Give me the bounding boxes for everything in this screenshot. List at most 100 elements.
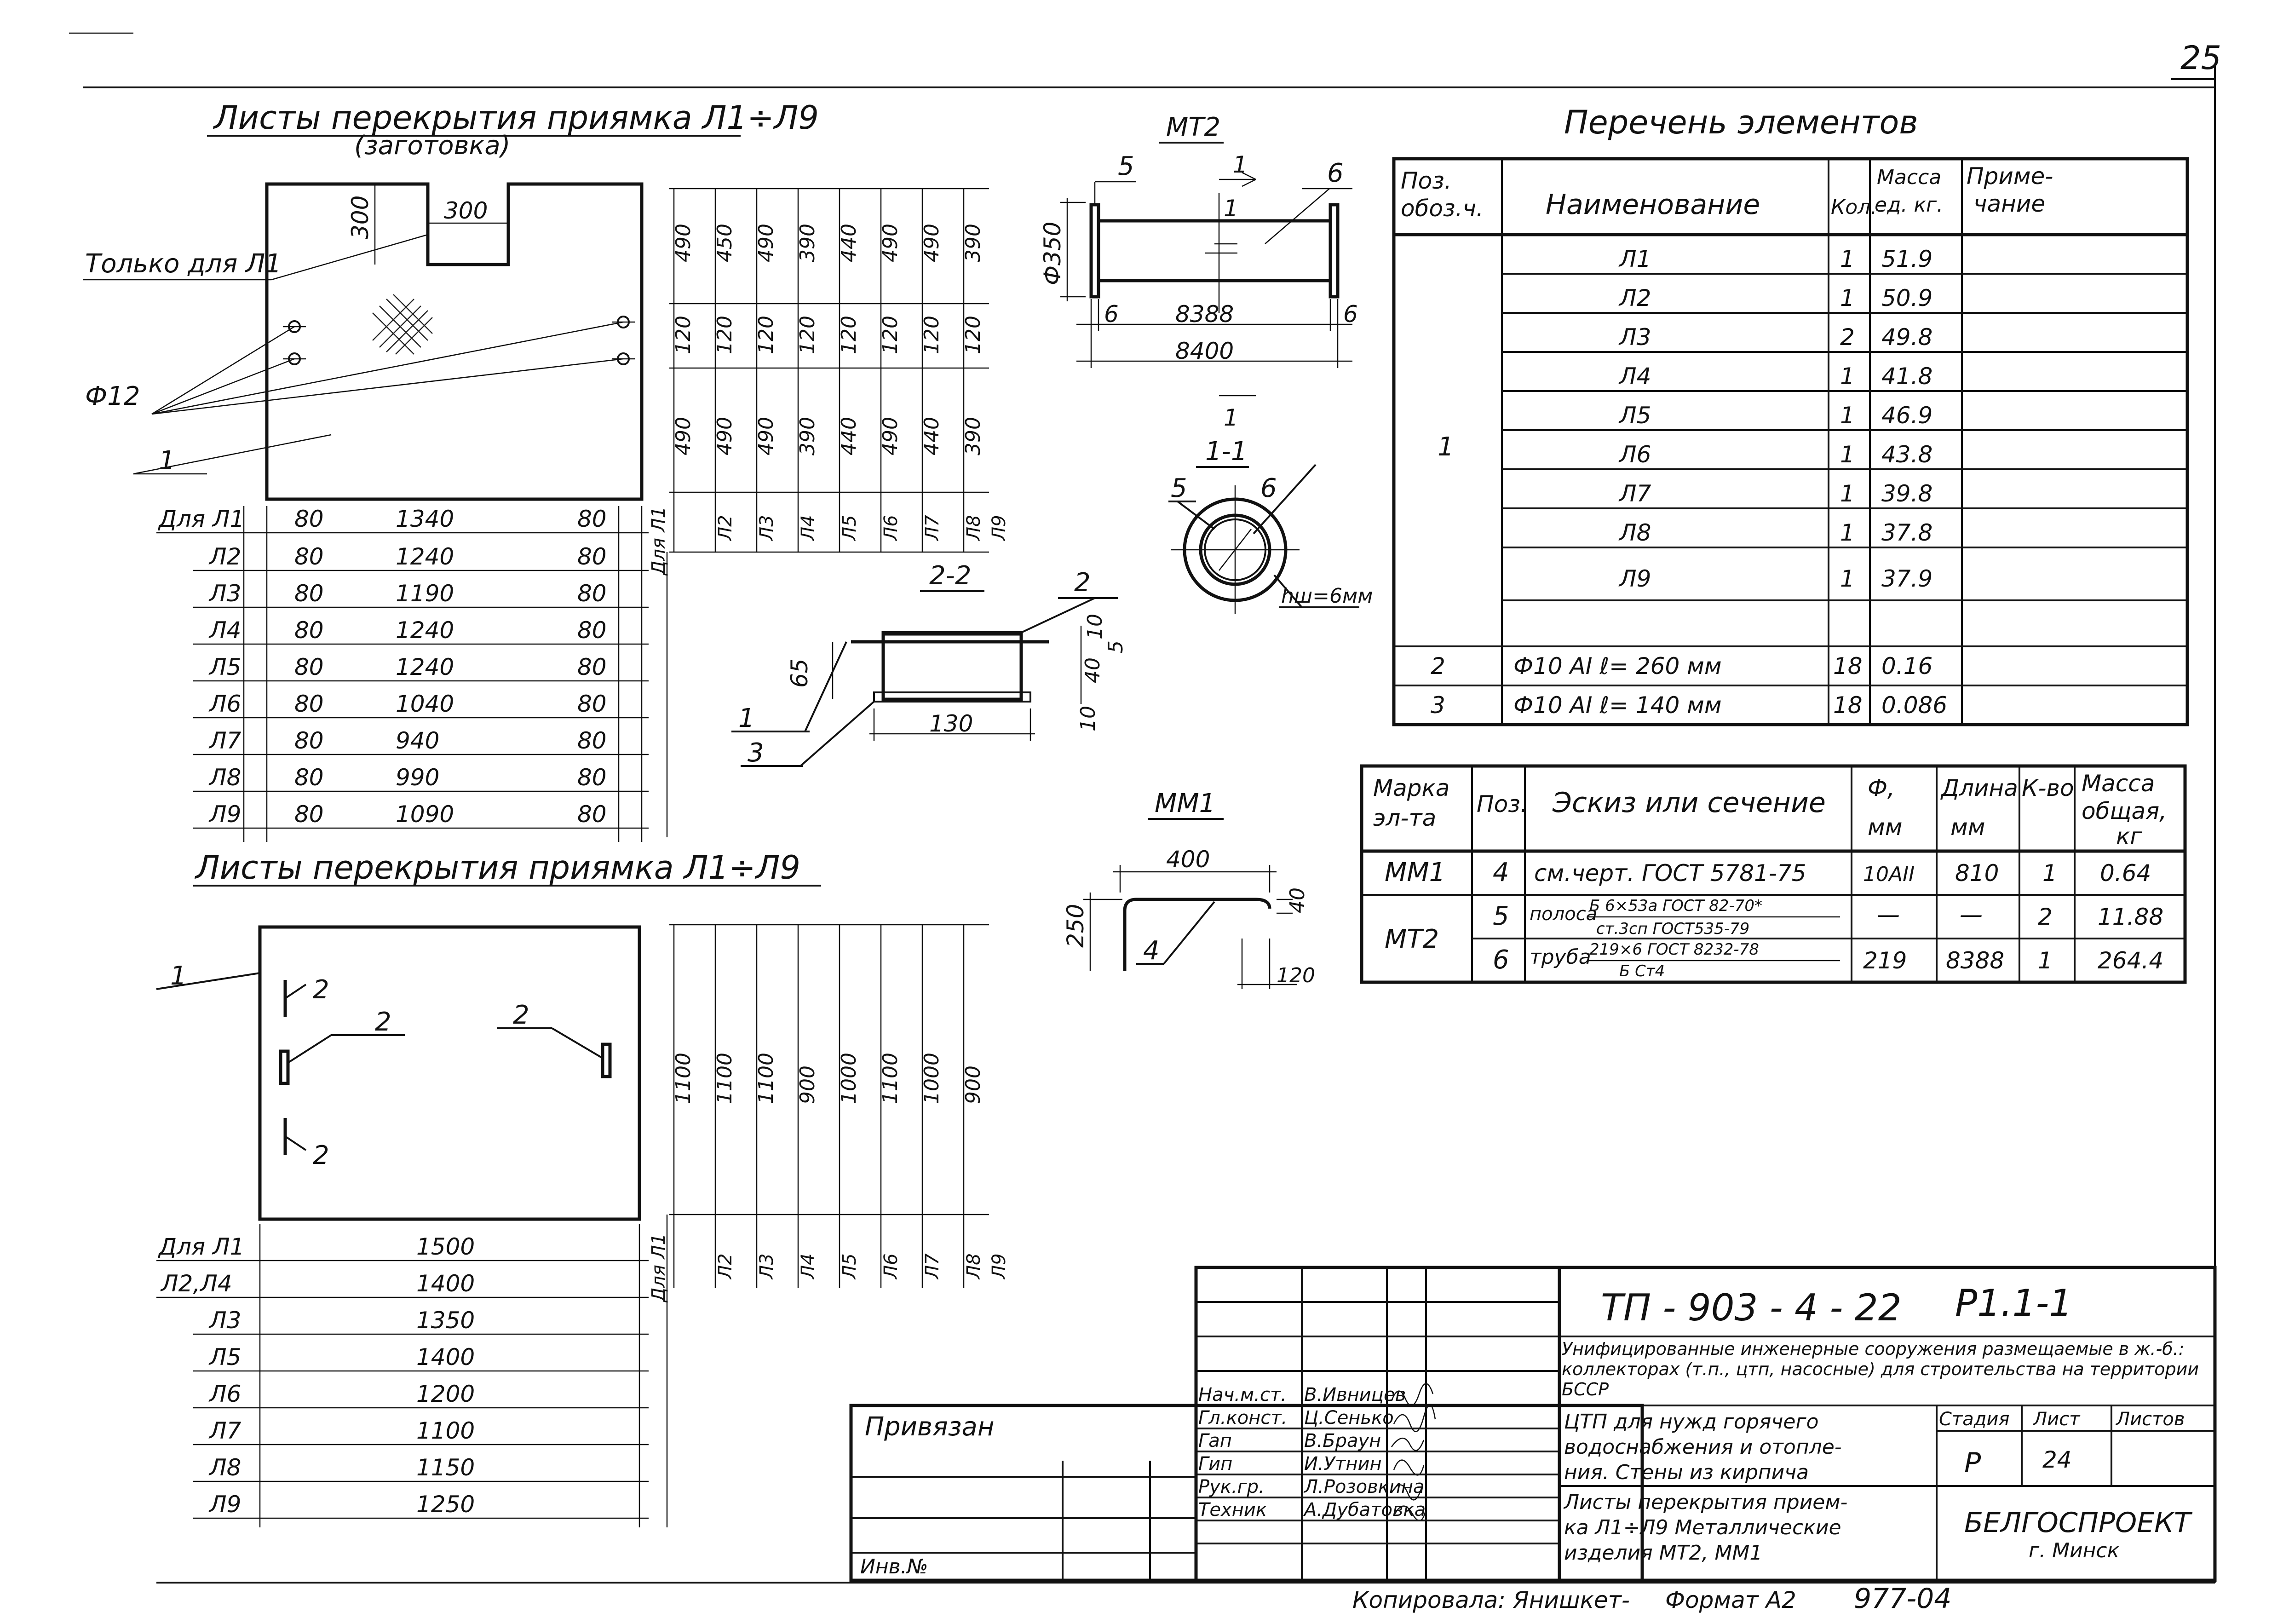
sheet2-dim-columns: [666, 924, 989, 1527]
element-mass: 51.9: [1881, 246, 1932, 272]
drawing-line-2: ка Л1÷Л9 Металлические: [1564, 1516, 1841, 1539]
element-mass: 49.8: [1881, 324, 1932, 351]
element-name: Л9: [1618, 565, 1651, 592]
notch-depth: 300: [444, 197, 488, 224]
sheet2-drawing: Листы перекрытия приямка Л1÷Л9 1 2 2 2 2: [156, 849, 1010, 1527]
dim-value: 1400: [416, 1270, 475, 1297]
dim-value: 990: [396, 764, 439, 791]
sheet1-col-top: 490 450 490 390 440 490 490 390: [672, 224, 985, 262]
dim-value: 440: [837, 417, 861, 455]
dim-value: 120: [837, 316, 861, 354]
element-name: Л1: [1618, 246, 1651, 272]
staff-list: Нач.м.ст. В.Ивницев Гл.конст. Ц.Сенько Г…: [1198, 1384, 1426, 1520]
dim-value: 120: [879, 316, 902, 354]
row-label: Л2: [208, 543, 241, 570]
project-code: ТП - 903 - 4 - 22: [1601, 1286, 1902, 1329]
row-label: Л6: [208, 1381, 241, 1407]
col-label: Л8: [963, 1253, 984, 1280]
pos-6: 6: [1260, 473, 1277, 503]
dim-value: 1100: [754, 1053, 778, 1104]
dim-value: 490: [920, 224, 943, 262]
weld-label: hш=6мм: [1281, 584, 1373, 608]
sheet-value: 24: [2042, 1446, 2072, 1473]
col-label: Л9: [989, 515, 1010, 541]
inv-label: Инв.№: [860, 1555, 928, 1578]
col-label: Л6: [880, 1253, 902, 1280]
hatch-pattern: [372, 294, 433, 355]
element-mass: 0.086: [1881, 692, 1947, 719]
dim-value: 1240: [396, 617, 454, 644]
staff-name: А.Дубатовка: [1303, 1499, 1426, 1520]
spec-qty: 1: [2038, 947, 2053, 974]
col-label: Л9: [989, 1253, 1010, 1280]
element-name: Л6: [1618, 441, 1651, 468]
elements-rows: Л1 1 51.9 Л2 1 50.9 Л3 2 49.8 Л4 1 41.8 …: [1431, 246, 1947, 719]
dim-value: 80: [577, 691, 607, 717]
dim-value: 1100: [879, 1053, 902, 1104]
org-city: г. Минск: [2029, 1539, 2120, 1562]
dim-value: 1250: [416, 1491, 475, 1518]
spec-sketch-prefix: труба: [1530, 945, 1591, 969]
sheet1-row-values: Для Л1 80 1340 80 Л2 80 1240 80 Л3 80 11…: [158, 506, 607, 828]
row-label: Для Л1: [158, 506, 244, 532]
row-label: Л9: [208, 801, 241, 828]
dim-right: 6: [1343, 301, 1358, 328]
dim-value: 80: [294, 727, 324, 754]
note-only-l1: Только для Л1: [85, 249, 282, 279]
dim-r1: 10: [1083, 614, 1107, 639]
dim-value: 80: [577, 801, 607, 828]
spec-sketch-prefix: полоса: [1530, 904, 1597, 925]
row-label: Л8: [208, 764, 241, 791]
dim-value: 1500: [416, 1233, 475, 1260]
dim-value: 80: [577, 580, 607, 607]
element-name: Л8: [1618, 519, 1651, 546]
dim-value: 490: [879, 417, 902, 455]
dim-width: 130: [929, 710, 973, 737]
section-mark-b: 2: [313, 1140, 329, 1170]
pos-3: 3: [748, 738, 764, 768]
spec-header-mass-sub2: кг: [2116, 823, 2142, 850]
row-label: Л5: [208, 654, 241, 680]
footer-code: 977-04: [1854, 1583, 1952, 1615]
dim-height: 250: [1062, 904, 1089, 948]
section-mark-a: 2: [313, 975, 329, 1005]
sheet1-col-bot: 490 490 490 390 440 490 440 390: [672, 417, 985, 455]
elements-table: Перечень элементов Поз. обоз.ч. Наименов…: [1392, 104, 2189, 726]
element-qty: 2: [1840, 324, 1855, 351]
pos-5: 5: [1171, 473, 1187, 503]
drawing-line-3: изделия МТ2, ММ1: [1564, 1541, 1762, 1565]
dim-value: 490: [879, 224, 902, 262]
row-label: Л9: [208, 1491, 241, 1518]
element-mass: 37.8: [1881, 519, 1932, 546]
dim-value: 450: [713, 224, 736, 262]
format-label: Формат А2: [1665, 1587, 1796, 1613]
spec-header-mass-sub: общая,: [2082, 798, 2167, 824]
dim-value: 490: [713, 417, 736, 455]
element-qty: 1: [1840, 285, 1855, 311]
row-label: Л6: [208, 691, 241, 717]
dim-value: 490: [672, 417, 695, 455]
col-label: Л2: [715, 1253, 736, 1280]
row-label: Л4: [208, 617, 241, 644]
dim-value: 900: [961, 1065, 985, 1104]
dim-value: 1190: [396, 580, 454, 607]
spec-header-sketch: Эскиз или сечение: [1552, 787, 1826, 819]
header-mass-sub: ед. кг.: [1875, 193, 1943, 217]
col-label: Л7: [922, 515, 943, 541]
spec-sketch-num: Б 6×53а ГОСТ 82-70*: [1589, 897, 1762, 915]
dim-value: 1100: [416, 1417, 475, 1444]
col-label: Л4: [798, 515, 819, 541]
element-qty: 1: [1840, 519, 1855, 546]
element-qty: 1: [1840, 441, 1855, 468]
dim-value: 390: [796, 224, 819, 262]
sheet2-row-values: Для Л1 1500 Л2,Л4 1400 Л3 1350 Л5 1400 Л…: [158, 1233, 475, 1518]
dim-value: 80: [294, 654, 324, 680]
staff-role: Нач.м.ст.: [1198, 1384, 1287, 1405]
dim-value: 390: [961, 224, 985, 262]
dim-value: 80: [294, 617, 324, 644]
element-pos: 2: [1431, 653, 1445, 680]
col-label: Л3: [756, 515, 777, 541]
subject-line-1: ЦТП для нужд горячего: [1564, 1410, 1819, 1434]
spec-dia: —: [1877, 901, 1900, 928]
dim-value: 1100: [672, 1053, 695, 1104]
